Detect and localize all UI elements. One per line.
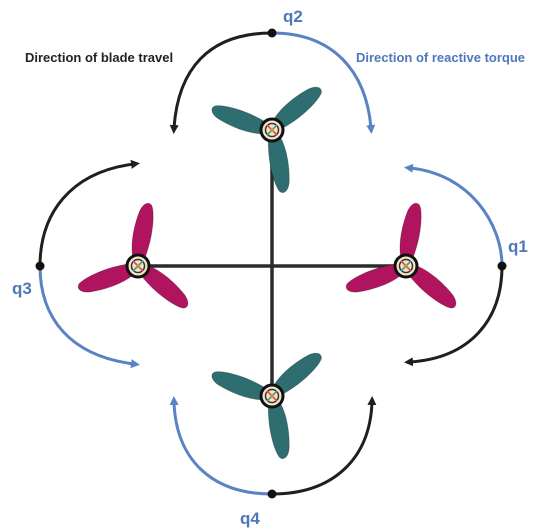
rotor-q2 [208, 80, 327, 195]
reactive-torque-label: Direction of reactive torque [356, 50, 525, 65]
arrow-origin-dot [267, 28, 277, 38]
rotor-q3 [75, 201, 194, 314]
rotation-arrows [35, 28, 507, 499]
rotor-label-q1: q1 [508, 237, 528, 256]
q3-blade-travel-arrow [38, 159, 140, 268]
q1-reactive-torque-arrow [404, 163, 504, 268]
blade-travel-label: Direction of blade travel [25, 50, 173, 65]
rotor-label-q3: q3 [12, 279, 32, 298]
rotor-q4 [208, 346, 327, 461]
arrow-origin-dot [35, 261, 45, 271]
q2-reactive-torque-arrow [270, 31, 376, 134]
rotor-label-q4: q4 [240, 509, 260, 528]
motor-hub-icon [259, 383, 285, 409]
rotor-q1 [343, 201, 462, 314]
q4-blade-travel-arrow [270, 396, 377, 496]
q1-blade-travel-arrow [404, 264, 504, 367]
motor-hub-icon [259, 117, 285, 143]
arrow-origin-dot [497, 261, 507, 271]
rotor-label-q2: q2 [283, 7, 303, 26]
q2-blade-travel-arrow [169, 31, 274, 134]
rotors [75, 80, 462, 461]
q4-reactive-torque-arrow [169, 396, 274, 496]
q3-reactive-torque-arrow [38, 264, 140, 369]
arrow-origin-dot [267, 489, 277, 499]
motor-hub-icon [393, 253, 419, 279]
motor-hub-icon [125, 253, 151, 279]
